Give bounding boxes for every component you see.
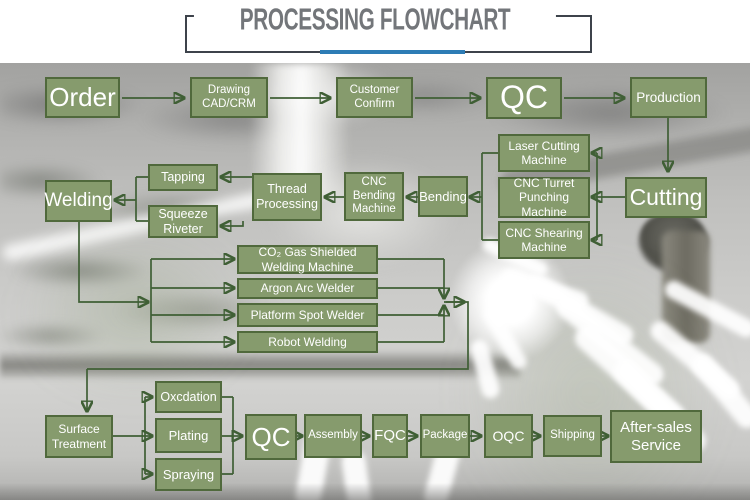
node-thread-processing: Thread Processing	[252, 173, 322, 221]
node-platform-spot-welder: Platform Spot Welder	[237, 303, 378, 327]
node-production: Production	[630, 77, 707, 118]
wire-weldgroup-right	[378, 258, 444, 343]
header: PROCESSING FLOWCHART	[0, 0, 750, 63]
node-drawing-cad-crm: Drawing CAD/CRM	[190, 77, 268, 118]
node-cutting: Cutting	[625, 177, 707, 218]
wire-surface-branch	[113, 397, 146, 474]
node-assembly: Assembly	[304, 414, 362, 458]
node-qc-2: QC	[245, 414, 297, 460]
node-package: Package	[420, 414, 470, 458]
node-bending: Bending	[418, 176, 468, 217]
arrow-thread-squeeze	[221, 221, 244, 226]
title-wrap: PROCESSING FLOWCHART	[193, 1, 557, 36]
node-welding: Welding	[44, 180, 113, 222]
node-cnc-bending-machine: CNC Bending Machine	[344, 172, 404, 221]
node-cnc-shearing-machine: CNC Shearing Machine	[498, 221, 590, 259]
node-fqc: FQC	[372, 414, 408, 458]
node-shipping: Shipping	[543, 415, 602, 457]
node-co2-gas-shielded-welding-machine: CO₂ Gas Shielded Welding Machine	[237, 245, 378, 274]
wire-treatment-merge	[222, 396, 234, 475]
node-surface-treatment: Surface Treatment	[45, 415, 113, 458]
node-squeeze-riveter: Squeeze Riveter	[148, 205, 218, 238]
node-qc-1: QC	[486, 77, 562, 119]
title-underline	[320, 50, 465, 54]
node-spraying: Spraying	[155, 458, 222, 491]
node-after-sales-service: After-sales Service	[610, 410, 702, 463]
node-oqc: OQC	[484, 414, 533, 458]
node-cnc-turret-punching-machine: CNC Turret Punching Machine	[498, 176, 590, 219]
node-robot-welding: Robot Welding	[237, 331, 378, 353]
node-tapping: Tapping	[148, 164, 218, 191]
node-customer-confirm: Customer Confirm	[336, 77, 413, 118]
node-laser-cutting-machine: Laser Cutting Machine	[498, 134, 590, 172]
page-title: PROCESSING FLOWCHART	[239, 1, 511, 37]
wire-cutting-collector	[596, 153, 625, 240]
node-order: Order	[45, 77, 120, 118]
wire-machines-collector	[481, 152, 498, 241]
wire-tapping-collector	[135, 176, 148, 222]
arrow-welding-weldgroup	[78, 222, 148, 302]
node-oxcdation: Oxcdation	[155, 381, 222, 413]
node-plating: Plating	[155, 418, 222, 453]
node-argon-arc-welder: Argon Arc Welder	[237, 278, 378, 299]
